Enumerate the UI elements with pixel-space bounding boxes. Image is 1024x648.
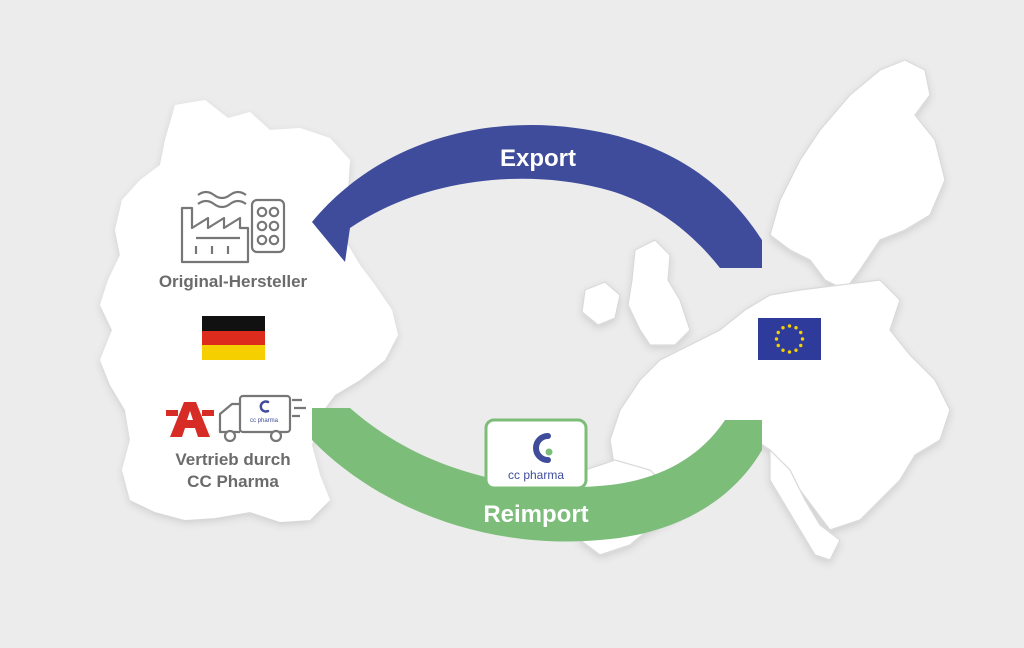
manufacturer-label: Original-Hersteller xyxy=(159,272,308,291)
eu-star xyxy=(794,326,798,330)
cc-pharma-logo: cc pharma xyxy=(484,418,588,490)
eu-flag xyxy=(758,318,821,360)
eu-star xyxy=(800,337,805,341)
eu-star xyxy=(774,337,779,341)
british-isles-shape xyxy=(627,239,691,346)
reimport-arrow xyxy=(312,408,762,542)
distribution-label-line2: CC Pharma xyxy=(187,472,279,491)
eu-star xyxy=(781,326,785,330)
eu-star xyxy=(799,343,803,348)
logo-brand-text: cc pharma xyxy=(508,468,564,482)
eu-star xyxy=(799,330,803,335)
eu-star xyxy=(787,324,792,328)
ireland-shape xyxy=(581,281,621,326)
italy-shape xyxy=(769,448,841,561)
eu-stars-icon xyxy=(774,324,805,354)
reimport-label: Reimport xyxy=(483,501,588,528)
pill-blister-icon xyxy=(250,198,286,254)
truck-logo-text: cc pharma xyxy=(250,418,279,424)
logo-c-mark xyxy=(533,433,551,463)
factory-icon xyxy=(180,190,250,264)
delivery-truck-icon xyxy=(218,394,306,443)
export-label: Export xyxy=(500,145,576,172)
pharmacy-a-icon xyxy=(166,402,214,437)
eu-star xyxy=(794,348,798,352)
germany-flag xyxy=(202,316,265,360)
eu-star xyxy=(776,343,780,348)
truck-logo: cc pharma xyxy=(250,400,279,424)
logo-dot-icon xyxy=(545,448,553,456)
distribution-label-line1: Vertrieb durch xyxy=(175,450,290,469)
germany-map xyxy=(100,100,398,522)
export-arrow xyxy=(312,125,762,269)
eu-star xyxy=(776,330,780,335)
eu-star xyxy=(787,350,792,354)
eu-star xyxy=(781,348,785,352)
scandinavia-shape xyxy=(769,59,946,291)
